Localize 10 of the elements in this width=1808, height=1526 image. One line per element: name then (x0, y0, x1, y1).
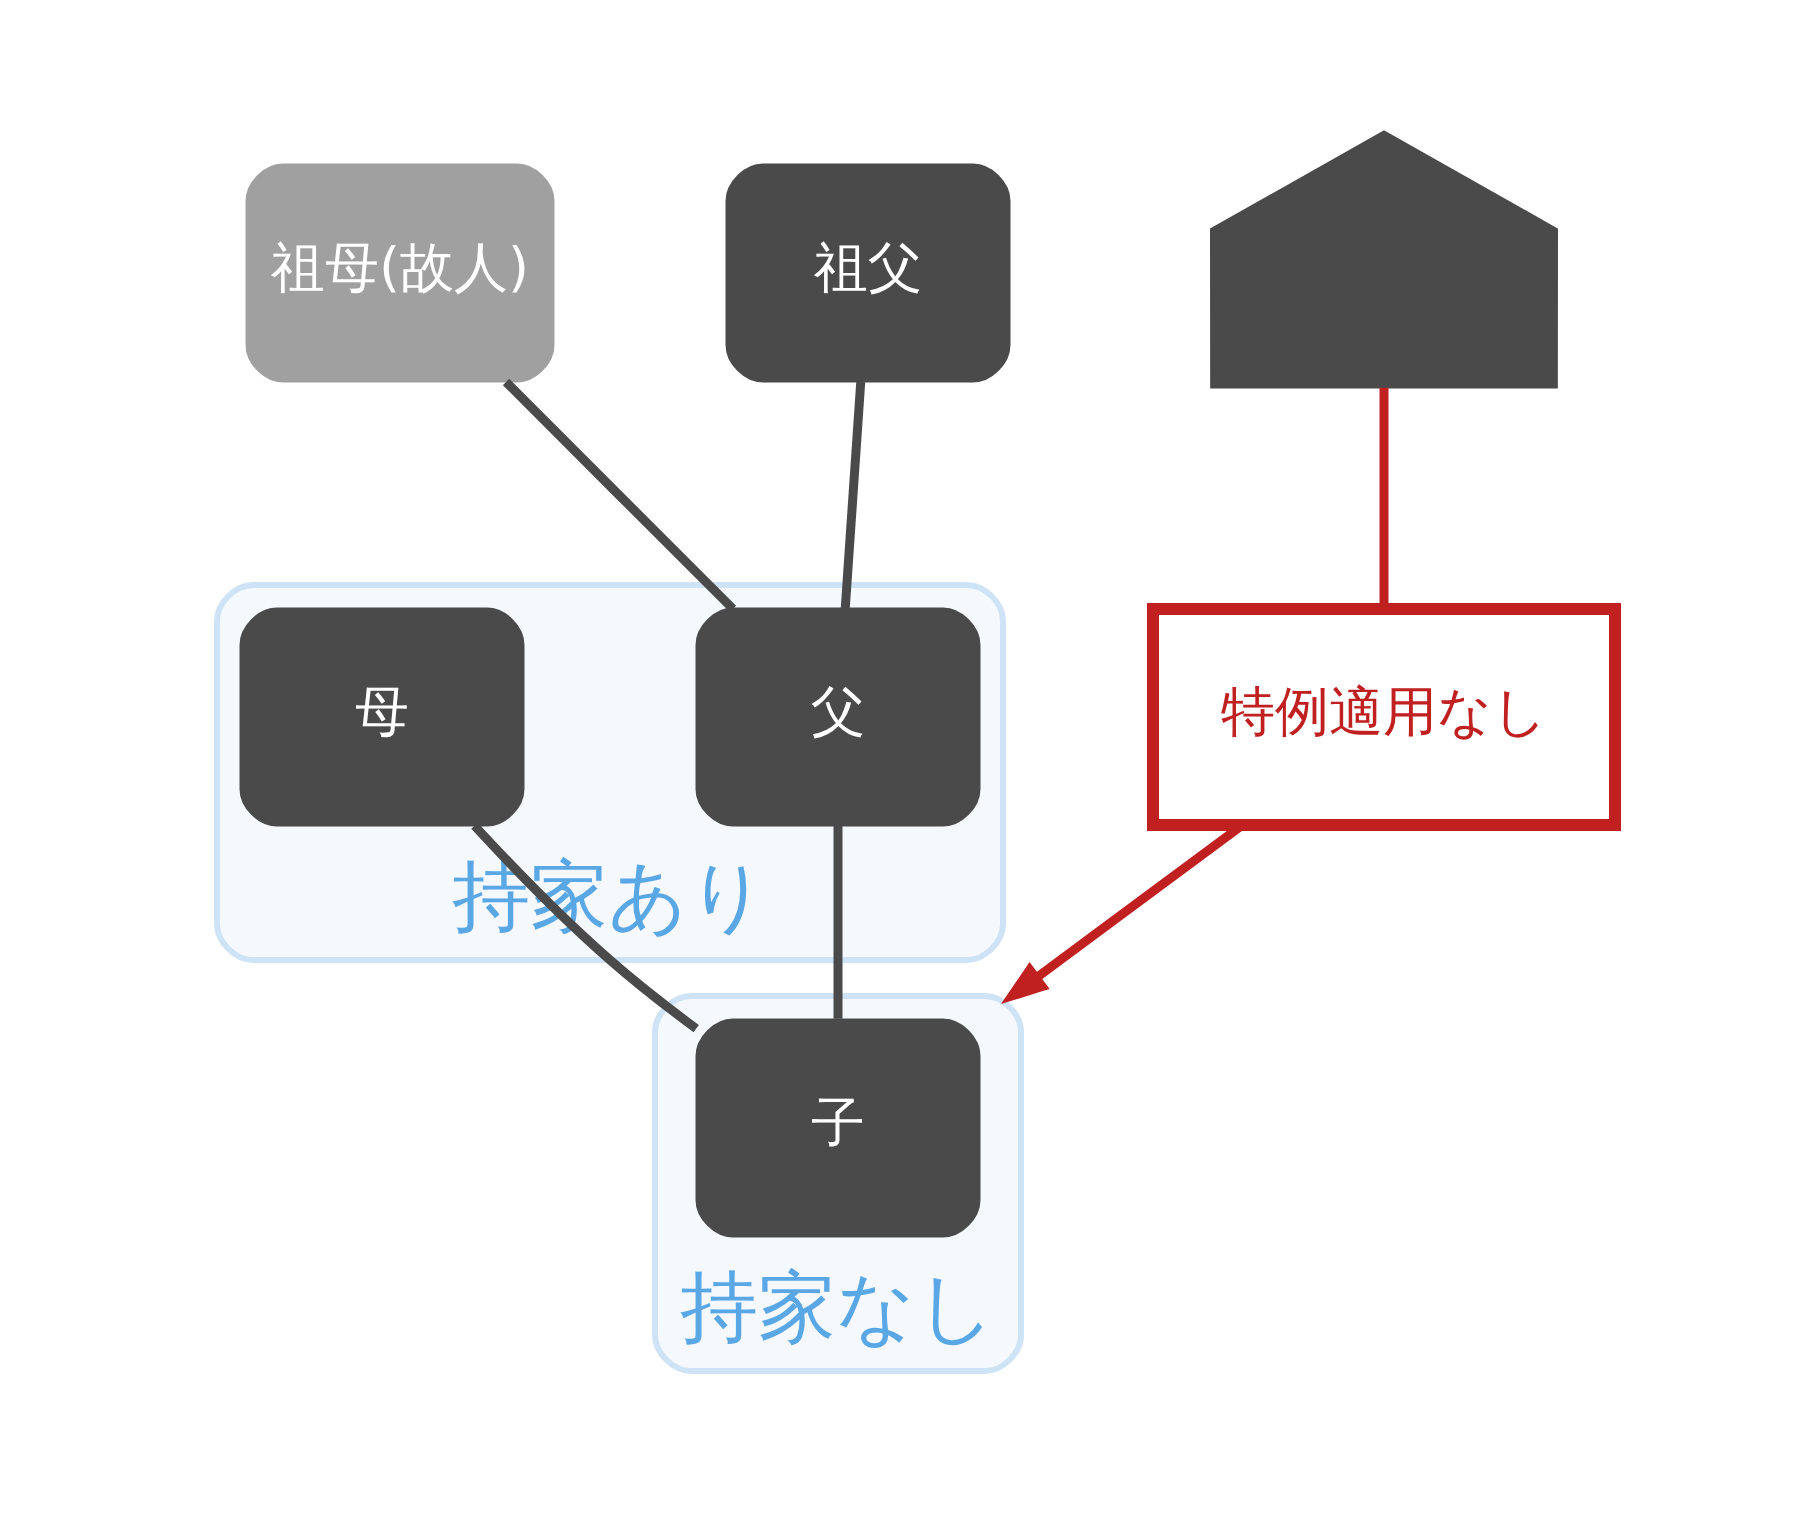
node-box: 子 (695, 1018, 981, 1237)
connector (502, 378, 737, 612)
connector (840, 381, 866, 609)
connector (833, 824, 843, 1019)
node-box: 祖父 (725, 163, 1011, 382)
node-box: 母 (239, 607, 525, 826)
node-box: 父 (695, 607, 981, 826)
node-box: 特例適用なし (1147, 602, 1621, 831)
node-box: 祖母(故人) (245, 163, 555, 382)
node-house (1210, 129, 1558, 389)
